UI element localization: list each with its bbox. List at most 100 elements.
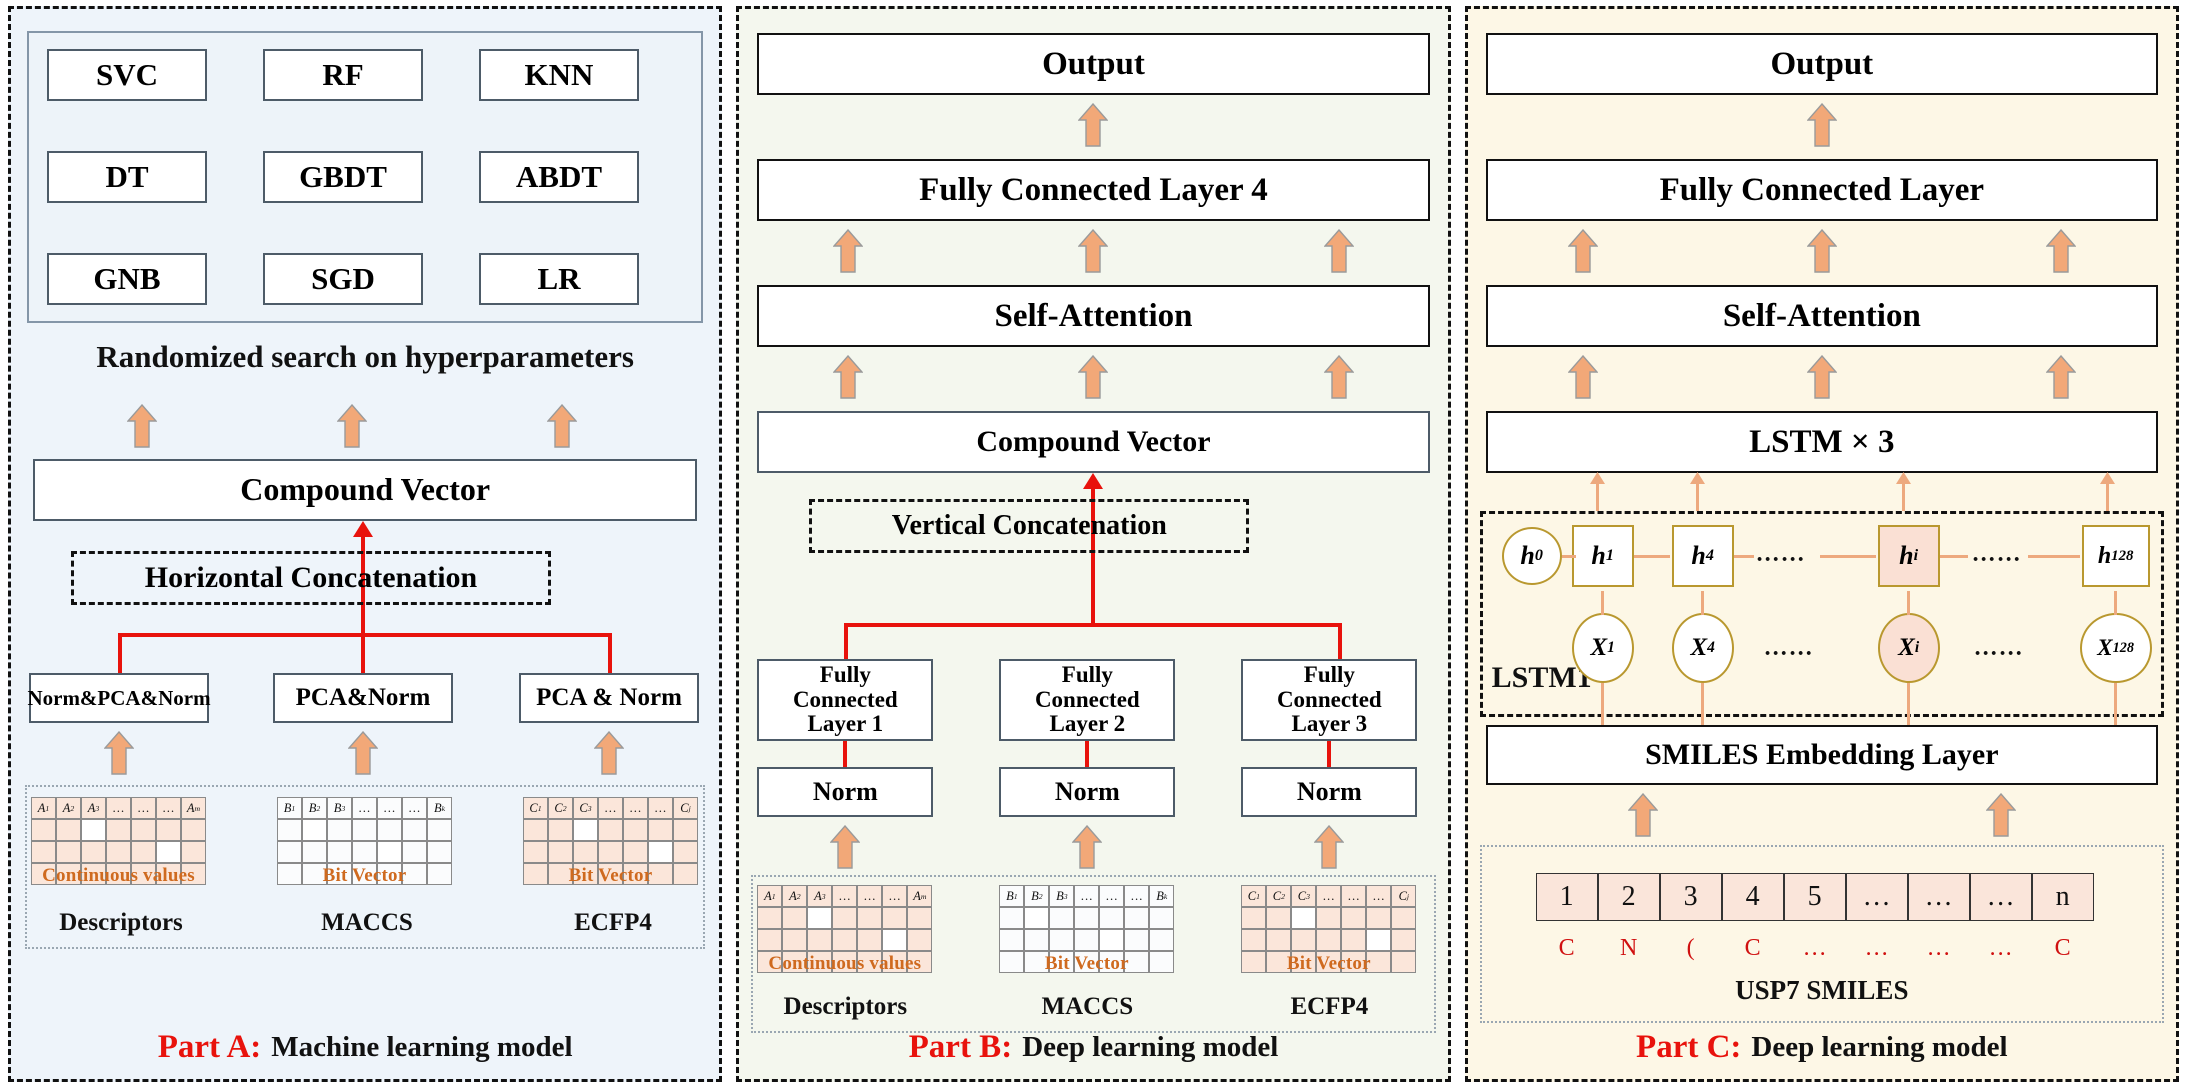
matrix-cell (598, 863, 623, 885)
model-box-lr[interactable]: LR (479, 253, 639, 305)
matrix-cell (673, 819, 698, 841)
red-branch-left-b (844, 623, 849, 661)
norm-box-3[interactable]: Norm (1241, 767, 1418, 817)
matrix-cell (56, 863, 81, 885)
part-a-panel: SVC RF KNN DT GBDT ABDT GNB SGD LR Rando… (8, 6, 723, 1082)
matrix-cell (1291, 907, 1317, 929)
smiles-index-cell: 3 (1659, 873, 1722, 921)
matrix-cell (807, 951, 833, 973)
up-arrow-icon (337, 404, 367, 448)
part-a-caption: Part A: Machine learning model (11, 1015, 719, 1079)
orange-link-h0-h1 (1561, 555, 1576, 558)
model-box-svc[interactable]: SVC (47, 49, 207, 101)
matrix-cell (882, 907, 908, 929)
matrix-cell (1241, 951, 1267, 973)
matrix-cell (907, 929, 933, 951)
matrix-cell (648, 841, 673, 863)
matrix-cell (907, 951, 933, 973)
orange-arrowhead-icon (1589, 471, 1605, 489)
output-box-c[interactable]: Output (1485, 33, 2158, 95)
preprocess-box-ecfp4[interactable]: PCA & Norm (519, 673, 699, 723)
orange-link-xi-hi (1906, 591, 1910, 615)
up-arrow-icon (547, 404, 577, 448)
feature-label-descriptors: Descriptors (59, 909, 183, 936)
fc-layer-box-c[interactable]: Fully Connected Layer (1485, 159, 2158, 221)
fc-layer4-box[interactable]: Fully Connected Layer 4 (757, 159, 1430, 221)
matrix-cell (1291, 929, 1317, 951)
smiles-embedding-box[interactable]: SMILES Embedding Layer (1485, 725, 2158, 785)
model-box-dt[interactable]: DT (47, 151, 207, 203)
orange-arrowhead-icon (1689, 471, 1705, 489)
lstm-stack-box[interactable]: LSTM × 3 (1485, 411, 2158, 473)
fc-layer1-box[interactable]: Fully Connected Layer 1 (757, 659, 934, 741)
norm-box-1[interactable]: Norm (757, 767, 934, 817)
lstm1-label: LSTM1 (1491, 661, 1592, 694)
matrix-cell (1124, 929, 1150, 951)
matrix-cell (1366, 929, 1392, 951)
compound-vector-box[interactable]: Compound Vector (33, 459, 698, 521)
up-arrow-icon (1072, 825, 1103, 869)
matrix-cell (1316, 929, 1342, 951)
smiles-index-cell: 5 (1783, 873, 1846, 921)
matrix-cell: … (1074, 885, 1100, 907)
feature-label-maccs-b: MACCS (1041, 993, 1134, 1020)
matrix-cell (352, 841, 377, 863)
feature-label-maccs: MACCS (321, 909, 413, 936)
self-attention-box-c[interactable]: Self-Attention (1485, 285, 2158, 347)
matrix-cell (377, 819, 402, 841)
orange-riser-2 (1695, 475, 1699, 511)
model-box-abdt[interactable]: ABDT (479, 151, 639, 203)
preprocess-box-descriptors[interactable]: Norm&PCA&Norm (27, 673, 211, 723)
up-arrow-icon (1985, 793, 2016, 837)
matrix-cell (31, 863, 56, 885)
red-branch-right-b (1338, 623, 1343, 661)
norm-box-2[interactable]: Norm (999, 767, 1176, 817)
matrix-cell (277, 841, 302, 863)
compound-vector-box-b[interactable]: Compound Vector (757, 411, 1430, 473)
up-arrow-icon (1314, 825, 1345, 869)
matrix-cell (832, 929, 858, 951)
model-box-gbdt[interactable]: GBDT (263, 151, 423, 203)
fc-layer2-box[interactable]: Fully Connected Layer 2 (999, 659, 1176, 741)
model-box-knn[interactable]: KNN (479, 49, 639, 101)
matrix-cell (832, 951, 858, 973)
matrix-cell (1024, 951, 1050, 973)
matrix-cell (857, 907, 883, 929)
matrix-cell (1366, 907, 1392, 929)
up-arrow-icon (127, 404, 157, 448)
model-box-sgd[interactable]: SGD (263, 253, 423, 305)
model-box-gnb[interactable]: GNB (47, 253, 207, 305)
matrix-cell (757, 951, 783, 973)
matrix-cell (782, 929, 808, 951)
matrix-cell (882, 951, 908, 973)
part-c-caption-label: Part C: (1636, 1028, 1742, 1065)
matrix-cell (1241, 907, 1267, 929)
preprocess-box-maccs[interactable]: PCA&Norm (273, 673, 453, 723)
orange-link-x128-h128 (2113, 591, 2117, 615)
self-attention-box-b[interactable]: Self-Attention (757, 285, 1430, 347)
red-connector-vertical (361, 529, 365, 637)
output-box-b[interactable]: Output (757, 33, 1430, 95)
matrix-cell: … (106, 797, 131, 819)
orange-link-dots-h128 (2027, 555, 2080, 558)
model-box-rf[interactable]: RF (263, 49, 423, 101)
matrix-cell: … (598, 797, 623, 819)
vertical-concatenation-box: Vertical Concatenation (809, 499, 1250, 553)
red-link-fc2-norm (1085, 741, 1090, 769)
red-branch-right (608, 633, 612, 675)
matrix-cell (106, 819, 131, 841)
smiles-dotted-container (1479, 845, 2164, 1023)
fc-layer3-box[interactable]: Fully Connected Layer 3 (1241, 659, 1418, 741)
